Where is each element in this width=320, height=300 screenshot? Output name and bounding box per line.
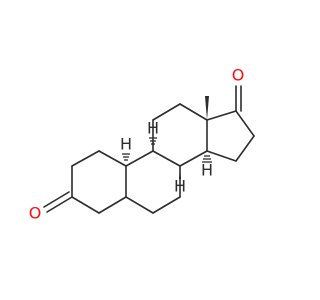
hydrogen-hash-c14	[202, 155, 212, 163]
bond	[98, 196, 127, 214]
bond	[98, 150, 127, 167]
bond	[71, 196, 100, 214]
bond	[179, 103, 208, 121]
bond	[206, 150, 237, 162]
stereo-layer	[122, 96, 212, 179]
bond	[152, 150, 181, 167]
methyl-wedge	[205, 96, 209, 120]
oxygen-label-ring-a: O	[29, 204, 42, 223]
oxygen-label-ring-d: O	[232, 66, 245, 85]
bond	[43, 191, 70, 208]
bond-layer	[43, 85, 255, 214]
bond	[179, 150, 208, 167]
hydrogen-label-c10: H	[120, 135, 132, 154]
hydrogen-hash-c9	[149, 137, 157, 145]
bond	[235, 135, 255, 162]
structure-canvas: O O H H H H	[28, 65, 255, 223]
bond	[206, 110, 237, 121]
bond	[235, 110, 255, 137]
bond	[71, 150, 100, 167]
hydrogen-label-c9: H	[147, 119, 159, 138]
hydrogen-label-c14: H	[201, 161, 213, 180]
molecule-diagram: O O H H H H	[29, 66, 255, 223]
atom-label-layer: O O H H H H	[29, 66, 245, 223]
hydrogen-label-c8: H	[174, 177, 186, 196]
bond	[125, 196, 154, 214]
bond	[46, 196, 73, 213]
bond	[152, 196, 181, 214]
bond	[125, 150, 154, 167]
bond	[152, 103, 181, 121]
hydrogen-hash-c10	[122, 153, 130, 161]
hydrogen-wedge-c8	[179, 166, 181, 179]
